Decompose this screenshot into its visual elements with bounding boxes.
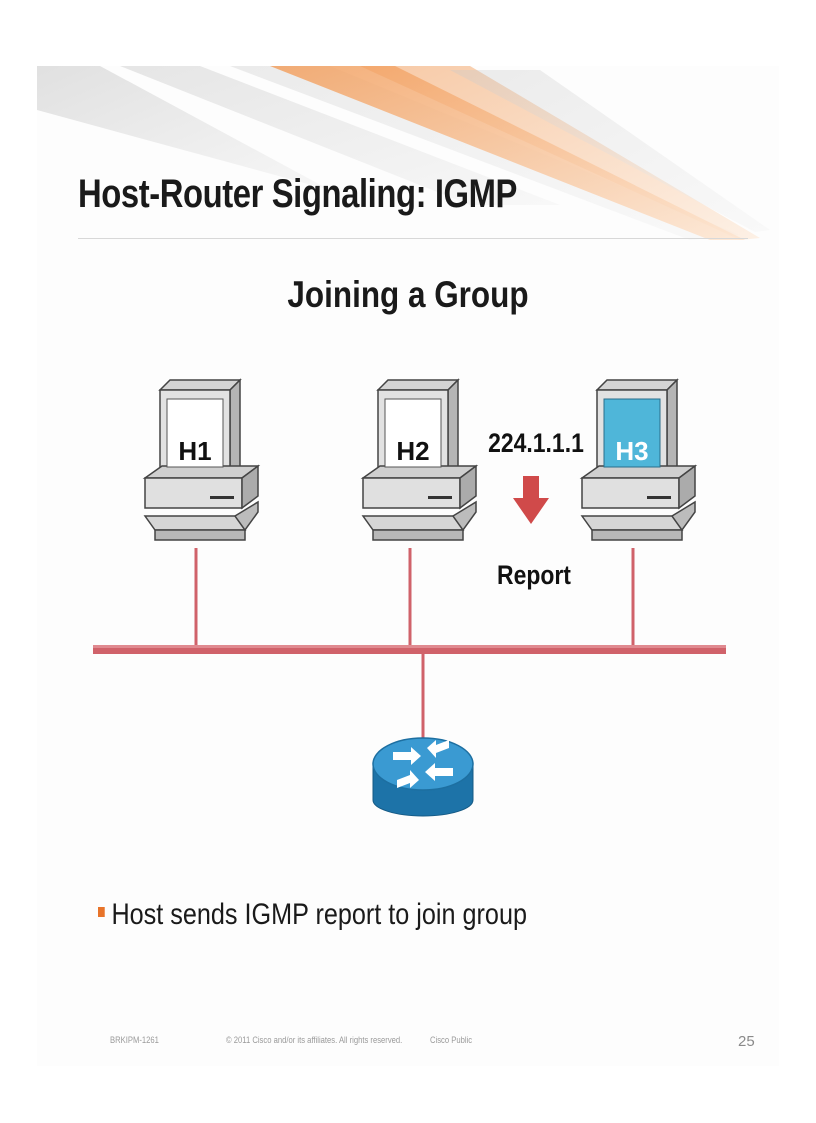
page-number: 25 (738, 1033, 755, 1050)
slide-subtitle: Joining a Group (287, 274, 529, 315)
bullet-item: Host sends IGMP report to join group (98, 898, 527, 932)
footer-copyright: © 2011 Cisco and/or its affiliates. All … (226, 1035, 403, 1045)
report-label: Report (497, 560, 572, 590)
footer-classification: Cisco Public (430, 1035, 473, 1045)
bullet-text: Host sends IGMP report to join group (111, 898, 527, 931)
host-h1[interactable]: H1 (144, 379, 259, 541)
footer-session-id: BRKIPM-1261 (110, 1035, 159, 1045)
group-address-label: 224.1.1.1 (488, 428, 584, 458)
title-divider (78, 238, 748, 239)
bullet-marker-icon (98, 907, 105, 918)
host-h2[interactable]: H2 (362, 379, 477, 541)
down-arrow-icon (513, 476, 549, 524)
slide-background (37, 66, 779, 1066)
header-stripes (37, 66, 770, 240)
host-h2-label: H2 (396, 436, 429, 466)
host-h1-label: H1 (178, 436, 211, 466)
host-h3-label: H3 (615, 436, 648, 466)
lan-segment (93, 645, 726, 654)
host-h3[interactable]: H3 (581, 379, 696, 541)
slide-title: Host-Router Signaling: IGMP (78, 172, 518, 216)
router-icon[interactable] (372, 737, 474, 817)
